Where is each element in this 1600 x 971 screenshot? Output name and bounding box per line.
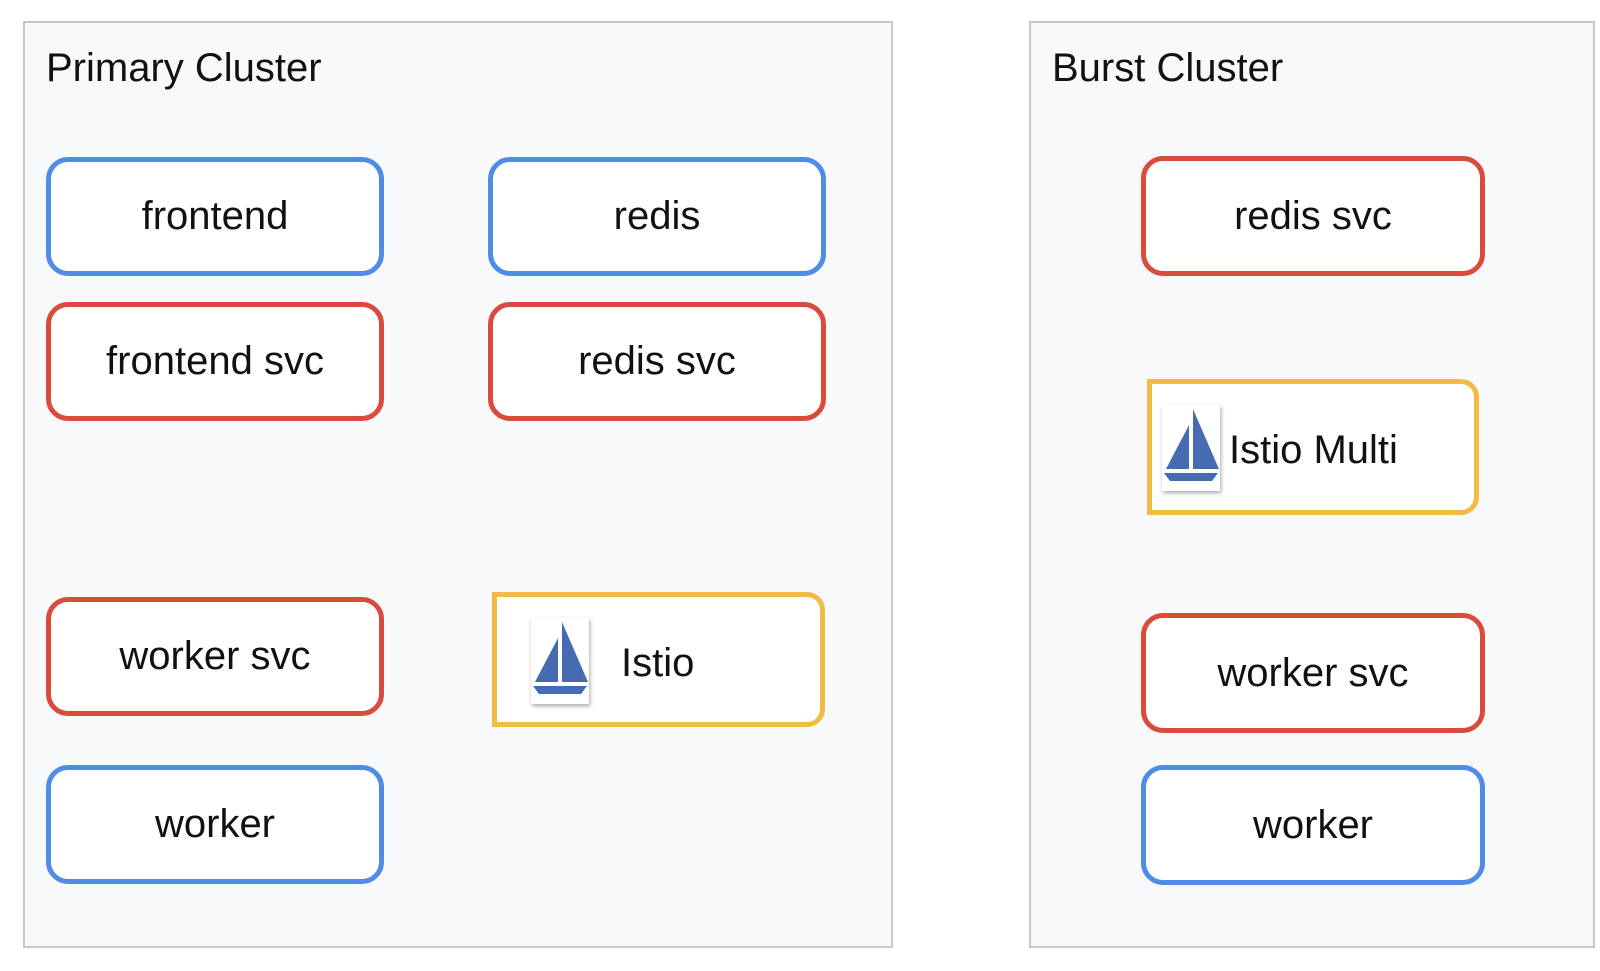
istio-multi-sail-icon bbox=[1162, 405, 1220, 491]
redis-label: redis bbox=[613, 194, 701, 238]
redis-svc-node[interactable]: redis svc bbox=[488, 302, 826, 421]
burst-worker-node[interactable]: worker bbox=[1141, 765, 1485, 885]
burst-worker-svc-node[interactable]: worker svc bbox=[1141, 613, 1485, 733]
frontend-label: frontend bbox=[141, 194, 289, 238]
istio-node[interactable]: Istio bbox=[492, 592, 825, 727]
istio-sail-icon bbox=[531, 618, 589, 704]
frontend-svc-node[interactable]: frontend svc bbox=[46, 302, 384, 421]
redis-svc-label: redis svc bbox=[578, 339, 736, 383]
worker-svc-node[interactable]: worker svc bbox=[46, 597, 384, 716]
burst-worker-label: worker bbox=[1252, 802, 1374, 847]
worker-svc-label: worker svc bbox=[119, 634, 311, 678]
istio-multi-node[interactable]: Istio Multi bbox=[1147, 379, 1479, 515]
burst-redis-svc-label: redis svc bbox=[1234, 193, 1392, 238]
primary-cluster: Primary Cluster frontend redis frontend … bbox=[23, 21, 893, 948]
burst-cluster-title: Burst Cluster bbox=[1052, 46, 1284, 90]
worker-node[interactable]: worker bbox=[46, 765, 384, 884]
istio-label: Istio bbox=[621, 641, 695, 685]
burst-worker-svc-label: worker svc bbox=[1217, 650, 1409, 695]
burst-redis-svc-node[interactable]: redis svc bbox=[1141, 156, 1485, 276]
primary-cluster-title: Primary Cluster bbox=[46, 46, 322, 90]
frontend-svc-label: frontend svc bbox=[106, 339, 324, 383]
istio-multi-label: Istio Multi bbox=[1229, 428, 1398, 472]
redis-node[interactable]: redis bbox=[488, 157, 826, 276]
worker-label: worker bbox=[154, 802, 276, 846]
burst-cluster: Burst Cluster redis svc Istio Multi work… bbox=[1029, 21, 1595, 948]
frontend-node[interactable]: frontend bbox=[46, 157, 384, 276]
